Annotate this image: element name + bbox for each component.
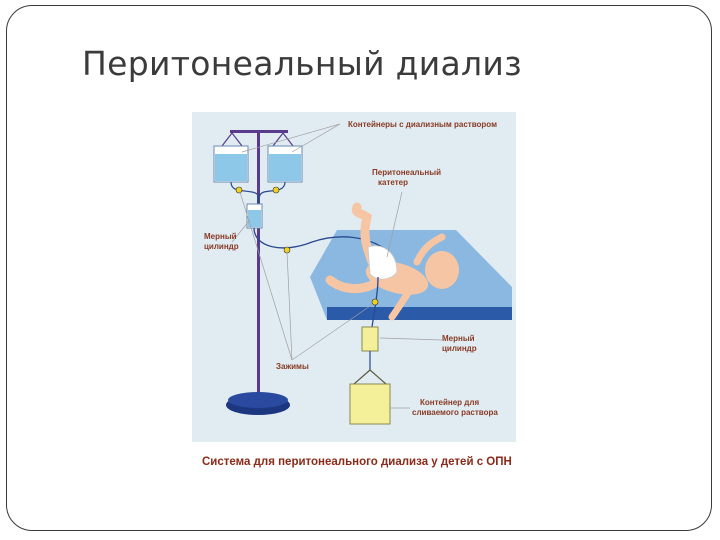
label-containers: Контейнеры с диализным раствором [348, 120, 497, 129]
label-cylinder-bottom: Мерный цилиндр [442, 334, 477, 354]
label-cylinder-top: Мерный цилиндр [204, 232, 239, 252]
label-catheter-line1: Перитонеальный [372, 168, 442, 177]
infant-figure [325, 202, 459, 321]
label-catheter-line2: катетер [378, 178, 408, 187]
label-drain-line1: Контейнер для [420, 398, 480, 407]
hanger-left [221, 132, 243, 147]
peritoneal-dialysis-diagram: Контейнеры с диализным раствором Перитон… [192, 112, 516, 442]
label-cylinder-top-line2: цилиндр [204, 242, 239, 251]
label-drain-container: Контейнер для сливаемого раствора [412, 398, 498, 418]
drain-container [349, 383, 391, 425]
pointer-lines [231, 123, 443, 409]
iv-pole [257, 130, 260, 400]
tube-right [257, 181, 286, 205]
label-cylinder-bottom-line2: цилиндр [442, 344, 477, 353]
hanger-right [272, 132, 294, 147]
slide-title: Перитонеальный диализ [82, 44, 523, 83]
diagram-illustration [213, 123, 512, 425]
iv-pole-crossbar [230, 130, 288, 133]
label-cylinder-bottom-line1: Мерный [442, 334, 475, 343]
label-drain-line2: сливаемого раствора [412, 408, 498, 417]
label-catheter: Перитонеальный катетер [372, 168, 441, 188]
label-cylinder-top-line1: Мерный [204, 232, 237, 241]
measuring-cylinder-top-fluid [248, 210, 261, 227]
measuring-cylinder-bottom [361, 326, 379, 352]
container-left-fluid [215, 154, 247, 181]
mattress-edge [327, 307, 512, 320]
container-right-fluid [269, 154, 301, 181]
diagram-caption: Система для перитонеального диализа у де… [202, 456, 512, 468]
stand-base [228, 392, 288, 408]
clamp-icon [371, 298, 379, 306]
label-clamps: Зажимы [276, 362, 309, 371]
clamp-icon [272, 186, 280, 194]
tube-left [230, 181, 259, 205]
drain-hanger [353, 369, 387, 385]
clamp-icon [235, 186, 243, 194]
